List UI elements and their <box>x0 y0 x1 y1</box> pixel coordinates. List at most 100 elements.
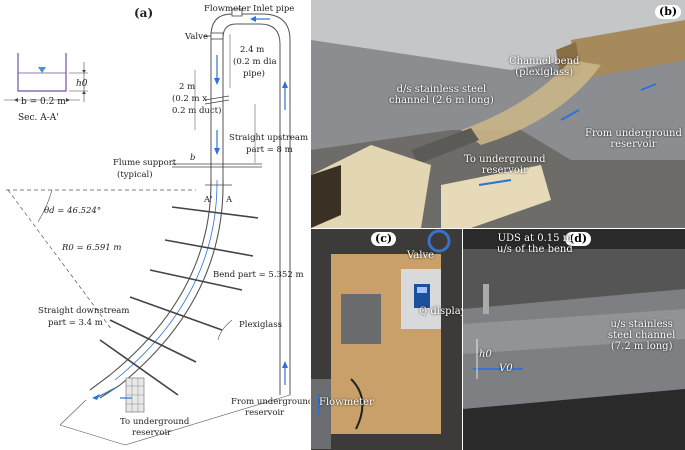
section-a-label: A <box>225 195 233 205</box>
photo-c-drawing <box>311 229 462 450</box>
to-reservoir-label-2: reservoir <box>132 428 172 438</box>
channel-bend-label: Channel bend (plexiglass) <box>509 56 579 78</box>
base-line-1 <box>59 424 126 446</box>
downstream-wall-2 <box>89 374 111 391</box>
downstream-flow-arrow <box>95 387 116 399</box>
valve-label: Valve <box>184 32 208 42</box>
h0-arrow-icon <box>82 70 86 73</box>
straight-upstream-label: Straight upstream <box>229 133 308 143</box>
to-reservoir-photo-line-1: To underground <box>464 154 546 165</box>
break-mark-2 <box>204 99 230 105</box>
supply-pipe <box>210 13 291 395</box>
b-arrow-left-icon <box>14 98 18 102</box>
v0-photo-label: V0 <box>499 363 513 374</box>
photo-d-drawing <box>463 229 685 450</box>
duct-size-label: (0.2 m x <box>172 93 207 104</box>
straight-upstream-length: part = 8 m <box>246 145 293 155</box>
base-line-2 <box>59 399 87 426</box>
cross-section: h0 b = 0.2 m Sec. A-A' <box>4 53 88 123</box>
from-reservoir-photo-line-2: reservoir <box>610 139 657 150</box>
bend-outer-wall <box>119 179 224 386</box>
us-channel-label: u/s stainless steel channel (7.2 m long) <box>608 319 675 352</box>
ds-channel-line-1: d/s stainless steel <box>396 84 487 95</box>
bend-water-line <box>114 179 218 381</box>
flow-arrow-return-head-icon <box>282 81 288 88</box>
cross-section-walls <box>17 53 67 92</box>
bend-support-5 <box>109 319 197 363</box>
ds-channel-label: d/s stainless steel channel (2.6 m long) <box>389 84 494 106</box>
plexiglass-label: Plexiglass <box>239 320 282 330</box>
photo-panel-c: (c) Valve Q display Flowmeter <box>311 229 462 450</box>
photo-panel-b: (b) Channel bend (plexiglass) d/s stainl… <box>311 0 685 228</box>
from-reservoir-label: From underground <box>231 397 310 407</box>
panel-a-label: (a) <box>134 6 153 20</box>
photo-panel-d: (d) UDS at 0.15 m u/s of the bend u/s st… <box>463 229 685 450</box>
break-mark-1 <box>204 95 230 101</box>
pipe-dia-label: (0.2 m dia <box>233 56 277 67</box>
photo-b-drawing <box>311 0 685 228</box>
uds-label: UDS at 0.15 m u/s of the bend <box>497 233 573 255</box>
to-reservoir-photo-line-2: reservoir <box>481 165 528 176</box>
bend-support-2 <box>164 239 254 257</box>
straight-downstream-label: Straight downstream <box>38 306 129 316</box>
to-reservoir-label: To underground <box>120 417 190 427</box>
panel-c-tag: (c) <box>371 232 397 246</box>
us-channel-line-3: (7.2 m long) <box>610 341 673 352</box>
bend-support-6 <box>99 339 179 396</box>
uds-line-1: UDS at 0.15 m <box>497 233 573 244</box>
straight-downstream-length: part = 3.4 m <box>48 318 103 328</box>
b-label: b <box>190 153 195 163</box>
schematic-panel-a: (a) h0 b = 0.2 m Sec. A-A' <box>4 4 310 446</box>
flowmeter-label: Flowmeter <box>204 4 252 14</box>
angle-dashed-line <box>7 189 113 331</box>
b-width-label: b = 0.2 m <box>21 97 66 107</box>
panel-d-tag: (d) <box>565 232 592 246</box>
from-reservoir-photo-label: From underground reservoir <box>585 128 682 150</box>
angle-arc <box>37 189 53 223</box>
flow-arrow-down-2-head-icon <box>214 148 220 155</box>
valve-box <box>210 32 224 40</box>
flowmeter-photo-label: Flowmeter <box>319 397 374 408</box>
pipe-length-label: 2.4 m <box>240 45 264 55</box>
valve-photo-label: Valve <box>407 250 435 261</box>
from-reservoir-label-2: reservoir <box>245 408 285 418</box>
uds-line-2: u/s of the bend <box>497 244 573 255</box>
ds-channel-line-2: channel (2.6 m long) <box>389 95 494 106</box>
downstream-flow-arrow-head-icon <box>92 394 100 400</box>
channel-bend-line-2: (plexiglass) <box>515 67 574 78</box>
bend-part-label: Bend part = 5.352 m <box>213 270 304 280</box>
bend-inner-wall <box>109 179 212 376</box>
supply-pipe-inner <box>222 23 281 395</box>
base-line-3 <box>124 394 291 446</box>
h0-arrow-icon-2 <box>82 91 86 94</box>
panel-b-tag: (b) <box>655 5 682 19</box>
channel-bend-line-1: Channel bend <box>509 56 580 67</box>
inlet-pipe-label: Inlet pipe <box>253 4 294 14</box>
duct-length-label: 2 m <box>179 82 195 92</box>
pipe-type-label: pipe) <box>243 68 265 79</box>
section-a-prime-label: A' <box>203 195 212 205</box>
radius-label: R0 = 6.591 m <box>61 243 121 253</box>
bend-assembly <box>6 179 291 446</box>
downstream-wall-1 <box>99 384 121 399</box>
h0-label: h0 <box>76 79 88 89</box>
upstream-assembly <box>172 8 291 395</box>
flow-arrow-return-2-head-icon <box>282 361 288 368</box>
q-display-label: Q display <box>419 306 462 317</box>
from-reservoir-photo-line-1: From underground <box>585 128 682 139</box>
bend-support-3 <box>149 269 243 291</box>
us-channel-line-1: u/s stainless <box>610 319 673 330</box>
theta-label: θd = 46.524° <box>44 206 101 216</box>
outlet-tank-grid <box>125 377 145 413</box>
plexiglass-leader <box>217 319 233 341</box>
duct-type-label: 0.2 m duct) <box>172 105 221 116</box>
bend-support-1 <box>171 206 259 219</box>
us-channel-line-2: steel channel <box>608 330 676 341</box>
bend-support-4 <box>129 296 223 331</box>
flume-support-label: Flume support <box>113 158 177 168</box>
flowmeter-box <box>231 8 243 17</box>
b-arrow-right-icon <box>66 98 70 102</box>
flow-arrow-down-head-icon <box>214 78 220 85</box>
flume-support-typical: (typical) <box>117 169 153 180</box>
